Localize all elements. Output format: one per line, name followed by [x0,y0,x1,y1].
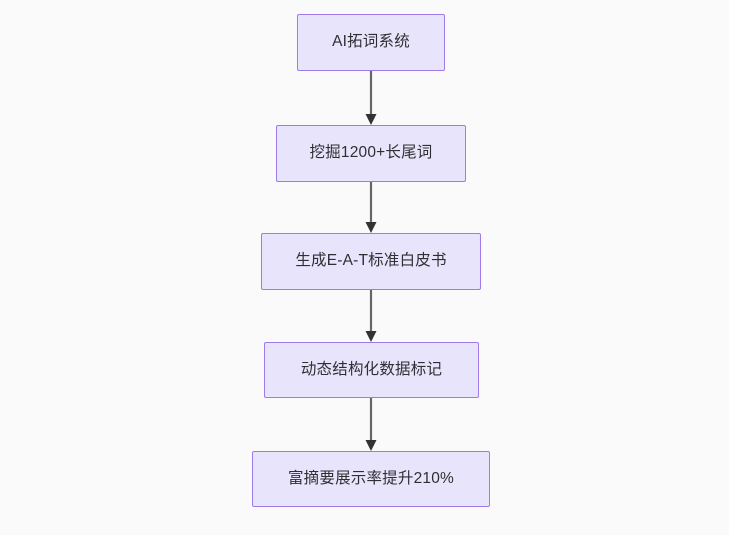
flow-node-longtail-keywords[interactable]: 挖掘1200+长尾词 [276,125,466,182]
flow-edge-arrow-2 [356,182,386,233]
flow-edge-arrow-3 [356,290,386,342]
flow-node-label: 富摘要展示率提升210% [287,469,455,487]
flow-node-label: 动态结构化数据标记 [300,360,443,378]
flow-node-label: AI拓词系统 [332,33,410,51]
flow-edge-arrow-1 [356,71,386,125]
flow-edge-arrow-4 [356,398,386,451]
flow-node-label: 生成E-A-T标准白皮书 [295,252,447,270]
flow-node-label: 挖掘1200+长尾词 [309,144,433,162]
flow-node-ai-keyword-system[interactable]: AI拓词系统 [297,14,445,71]
flow-node-structured-data-markup[interactable]: 动态结构化数据标记 [264,342,479,398]
flow-node-rich-snippet-result[interactable]: 富摘要展示率提升210% [252,451,490,507]
flow-node-eat-whitepaper[interactable]: 生成E-A-T标准白皮书 [261,233,481,290]
